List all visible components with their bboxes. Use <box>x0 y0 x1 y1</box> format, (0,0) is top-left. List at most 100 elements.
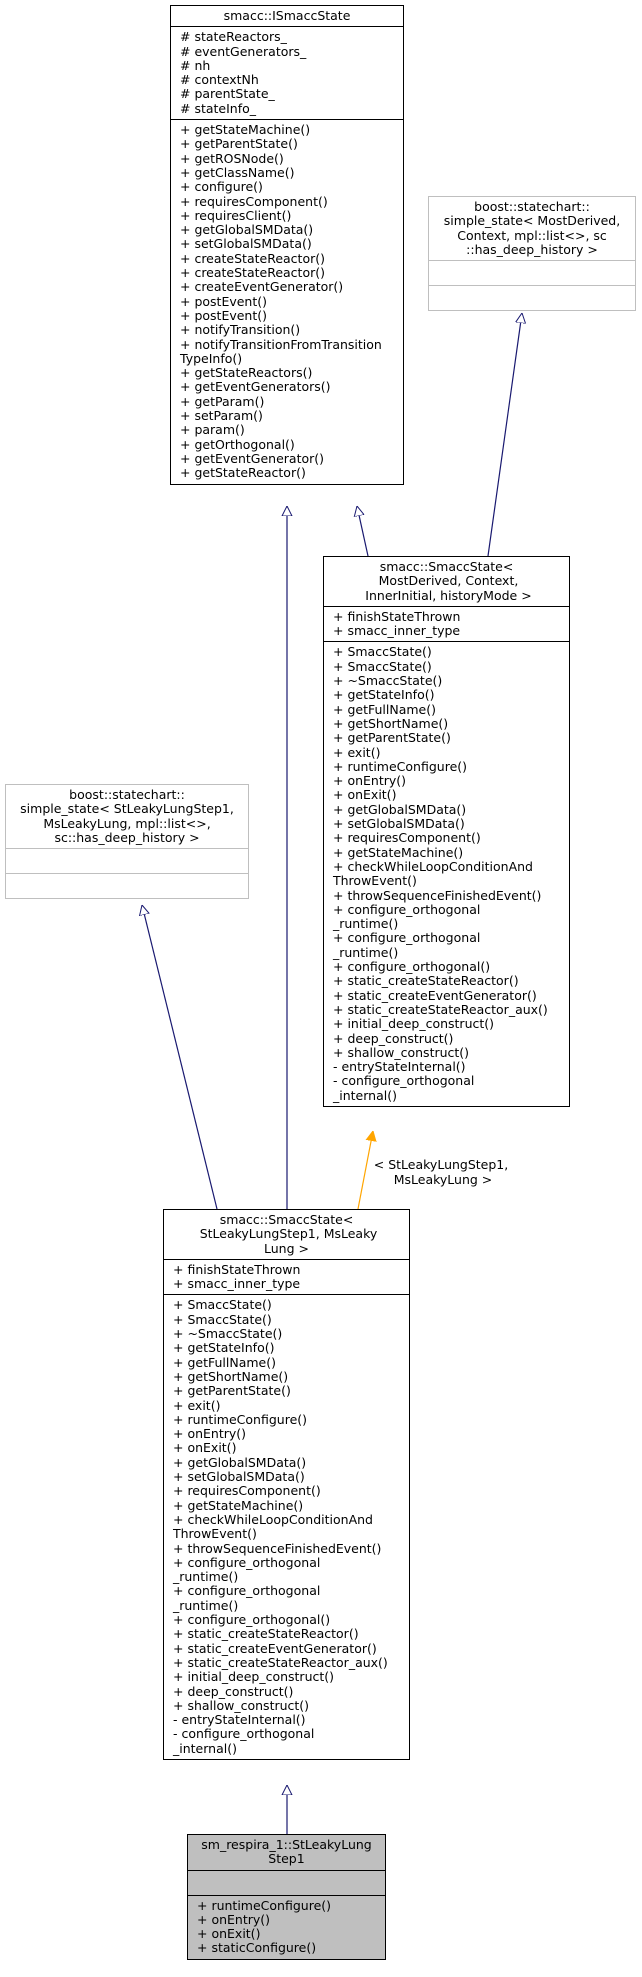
member-entry: # parentState_ <box>180 86 275 102</box>
member-entry: + onExit() <box>173 1440 237 1456</box>
member-entry: + createStateReactor() <box>180 265 326 281</box>
member-entry: + static_createEventGenerator() <box>173 1640 377 1656</box>
member-entry: + SmaccState() <box>173 1311 272 1327</box>
edge-smaccinst-to-boostleft <box>142 905 218 1210</box>
class-smaccstate-instance: smacc::SmaccState< StLeakyLungStep1, MsL… <box>163 1209 410 1760</box>
member-entry: # nh <box>180 57 211 73</box>
member-entry: + configure_orthogonal() <box>173 1612 331 1628</box>
member-entry: + getStateInfo() <box>333 687 435 703</box>
member-entry: + getStateMachine() <box>333 844 464 860</box>
member-entry: + notifyTransition() <box>180 322 301 338</box>
member-entry: + notifyTransitionFromTransition TypeInf… <box>180 336 382 366</box>
member-entry: + static_createEventGenerator() <box>333 987 537 1003</box>
class-stleakylungstep1: sm_respira_1::StLeakyLung Step1 + runtim… <box>187 1834 386 1960</box>
member-entry: + getOrthogonal() <box>180 436 295 452</box>
member-entry: + configure_orthogonal _runtime() <box>333 901 481 932</box>
attributes-section: # stateReactors_# eventGenerators_# nh# … <box>171 26 403 119</box>
member-entry: + getStateMachine() <box>180 122 311 138</box>
methods-section: + getStateMachine()+ getParentState()+ g… <box>171 119 403 483</box>
member-entry: + getShortName() <box>173 1368 289 1384</box>
member-entry: + getROSNode() <box>180 150 284 166</box>
member-entry: + deep_construct() <box>173 1683 294 1699</box>
member-entry: - configure_orthogonal _internal() <box>333 1073 475 1103</box>
member-entry: + configure_orthogonal _runtime() <box>173 1583 321 1613</box>
member-entry: - entryStateInternal() <box>333 1059 466 1075</box>
member-entry: + onEntry() <box>333 773 407 789</box>
member-entry: + exit() <box>333 744 381 760</box>
edge-template-to-ismacc <box>357 506 369 557</box>
member-entry: + postEvent() <box>180 307 268 323</box>
template-binding-label: < StLeakyLungStep1, MsLeakyLung > <box>373 1157 509 1187</box>
member-entry: + getEventGenerator() <box>180 450 325 466</box>
member-entry: + getStateReactors() <box>180 365 313 381</box>
member-entry: + checkWhileLoopConditionAnd ThrowEvent(… <box>333 858 533 889</box>
member-entry: + onEntry() <box>197 1911 271 1927</box>
member-entry: + static_createStateReactor() <box>173 1626 359 1642</box>
class-boost-simple-state-template: boost::statechart:: simple_state< MostDe… <box>428 196 636 312</box>
methods-section: + SmaccState()+ SmaccState()+ ~SmaccStat… <box>324 641 569 1106</box>
methods-section <box>429 285 635 310</box>
member-entry: + createStateReactor() <box>180 250 326 266</box>
member-entry: - entryStateInternal() <box>173 1712 306 1728</box>
member-entry: + postEvent() <box>180 293 268 309</box>
member-entry: + smacc_inner_type <box>173 1276 301 1292</box>
member-entry: # eventGenerators_ <box>180 43 307 59</box>
member-entry: + initial_deep_construct() <box>173 1669 335 1685</box>
member-entry: - configure_orthogonal _internal() <box>173 1726 315 1756</box>
edge-template-to-boosttop <box>487 313 522 557</box>
class-title: smacc::SmaccState< MostDerived, Context,… <box>365 559 532 603</box>
member-entry: + exit() <box>173 1397 221 1413</box>
member-entry: + runtimeConfigure() <box>173 1411 308 1427</box>
member-entry: + getStateMachine() <box>173 1497 304 1513</box>
member-entry: + ~SmaccState() <box>173 1326 283 1342</box>
member-entry: + ~SmaccState() <box>333 673 443 689</box>
member-entry: + getParam() <box>180 393 265 409</box>
member-entry: # contextNh <box>180 72 259 88</box>
edge-smaccinst-to-template <box>357 1131 373 1210</box>
member-entry: + initial_deep_construct() <box>333 1016 495 1032</box>
member-entry: + onEntry() <box>173 1426 247 1442</box>
member-entry: + setGlobalSMData() <box>173 1469 305 1485</box>
class-title: smacc::SmaccState< StLeakyLungStep1, MsL… <box>199 1212 378 1256</box>
member-entry: # stateReactors_ <box>180 29 287 45</box>
member-entry: + onExit() <box>333 787 397 803</box>
member-entry: + SmaccState() <box>333 658 432 674</box>
class-boost-simple-state-leakylung: boost::statechart:: simple_state< StLeak… <box>5 784 249 900</box>
member-entry: + static_createStateReactor() <box>333 973 519 989</box>
member-entry: + runtimeConfigure() <box>333 758 468 774</box>
member-entry: + configure_orthogonal _runtime() <box>173 1554 321 1585</box>
member-entry: + getFullName() <box>333 701 436 717</box>
member-entry: + setGlobalSMData() <box>333 816 465 832</box>
member-entry: + setGlobalSMData() <box>180 236 312 252</box>
class-title: boost::statechart:: simple_state< MostDe… <box>443 199 621 257</box>
member-entry: + runtimeConfigure() <box>197 1897 332 1913</box>
member-entry: + configure() <box>180 179 263 195</box>
member-entry: + getGlobalSMData() <box>173 1454 307 1470</box>
attributes-section <box>188 1869 385 1895</box>
member-entry: + SmaccState() <box>333 644 432 660</box>
member-entry: + getStateInfo() <box>173 1340 275 1356</box>
member-entry: + static_createStateReactor_aux() <box>333 1001 548 1017</box>
member-entry: + createEventGenerator() <box>180 279 344 295</box>
member-entry: + getFullName() <box>173 1354 276 1370</box>
attributes-section: + finishStateThrown+ smacc_inner_type <box>324 605 569 642</box>
attributes-section: + finishStateThrown+ smacc_inner_type <box>164 1258 409 1295</box>
member-entry: + deep_construct() <box>333 1030 454 1046</box>
member-entry: + finishStateThrown <box>333 608 461 624</box>
member-entry: + getParentState() <box>333 730 451 746</box>
member-entry: + static_createStateReactor_aux() <box>173 1654 388 1670</box>
methods-section: + runtimeConfigure()+ onEntry()+ onExit(… <box>188 1894 385 1959</box>
class-title: sm_respira_1::StLeakyLung Step1 <box>201 1837 372 1867</box>
member-entry: + setParam() <box>180 408 263 424</box>
member-entry: + getParentState() <box>173 1383 291 1399</box>
attributes-section <box>6 848 248 873</box>
member-entry: + throwSequenceFinishedEvent() <box>333 887 542 903</box>
member-entry: + getStateReactor() <box>180 465 306 481</box>
methods-section: + SmaccState()+ SmaccState()+ ~SmaccStat… <box>164 1294 409 1759</box>
member-entry: + shallow_construct() <box>173 1697 310 1713</box>
member-entry: + finishStateThrown <box>173 1261 301 1277</box>
member-entry: + requiresComponent() <box>173 1483 321 1499</box>
member-entry: + getGlobalSMData() <box>333 801 467 817</box>
member-entry: + SmaccState() <box>173 1297 272 1313</box>
